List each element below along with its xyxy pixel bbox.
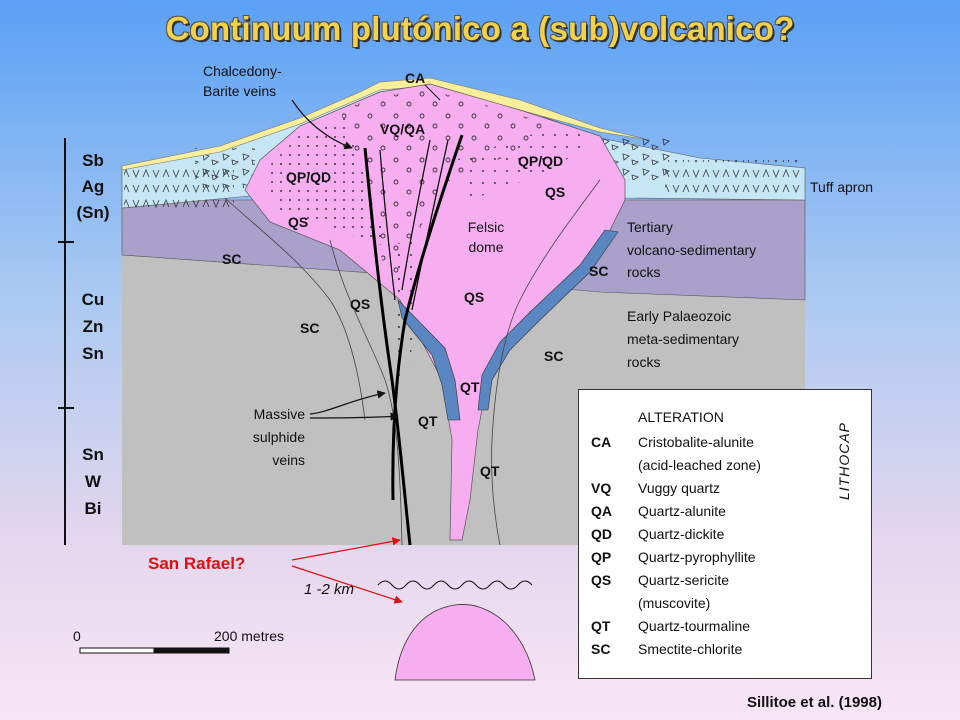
label-ca: CA bbox=[405, 70, 425, 86]
legend-desc: Quartz-dickite bbox=[638, 526, 725, 542]
legend-code: QS bbox=[591, 572, 612, 588]
alteration-legend: ALTERATION CA Cristobalite-alunite (acid-… bbox=[578, 389, 872, 679]
metal-zone-3-line-3: Bi bbox=[85, 499, 102, 518]
label-massive-1: Massive bbox=[254, 406, 306, 422]
legend-desc: Quartz-alunite bbox=[638, 503, 726, 519]
metal-zone-2-line-2: Zn bbox=[83, 317, 104, 336]
legend-heading: ALTERATION bbox=[638, 409, 724, 425]
legend-desc: Smectite-chlorite bbox=[638, 641, 743, 657]
legend-desc: Quartz-tourmaline bbox=[638, 618, 751, 634]
legend-desc: Cristobalite-alunite bbox=[638, 434, 754, 450]
pointer-massive-1 bbox=[309, 390, 386, 415]
scale-bar-light bbox=[79, 647, 155, 654]
vein-2 bbox=[391, 134, 464, 501]
label-tertiary-3: rocks bbox=[627, 264, 660, 280]
san-rafael-arrow-1 bbox=[291, 537, 401, 561]
metal-zone-3-line-1: Sn bbox=[82, 445, 104, 464]
pointer-massive-2 bbox=[309, 412, 399, 421]
scale-bar-dark bbox=[153, 647, 230, 654]
label-massive-2: sulphide bbox=[253, 429, 305, 445]
label-qs-left-upper: QS bbox=[288, 214, 308, 230]
label-palaeo-3: rocks bbox=[627, 354, 660, 370]
qt-band-left bbox=[397, 299, 461, 421]
metal-zone-2-line-1: Cu bbox=[82, 290, 105, 309]
label-sc-right-lower: SC bbox=[544, 348, 563, 364]
label-tuff-apron: Tuff apron bbox=[810, 179, 873, 195]
metal-zone-3-line-2: W bbox=[85, 472, 102, 491]
label-qs-right-upper: QS bbox=[545, 184, 565, 200]
label-qt-lower: QT bbox=[480, 463, 500, 479]
sc-boundary-right bbox=[491, 179, 601, 546]
label-depth: 1 -2 km bbox=[304, 581, 354, 598]
depth-break-line bbox=[377, 580, 533, 590]
label-sc-left-upper: SC bbox=[222, 251, 241, 267]
ca-cap-layer bbox=[121, 77, 651, 171]
label-chalcedony-1: Chalcedony- bbox=[203, 63, 282, 79]
legend-code: SC bbox=[591, 641, 611, 657]
label-qs-mid-left: QS bbox=[350, 296, 370, 312]
legend-code: QD bbox=[591, 526, 612, 542]
label-sc-right-upper: SC bbox=[589, 263, 608, 279]
legend-desc: (acid-leached zone) bbox=[638, 457, 761, 473]
label-vqqa: VQ/QA bbox=[380, 121, 425, 137]
metal-zone-1-line-2: Ag bbox=[82, 177, 105, 196]
source-credit: Sillitoe et al. (1998) bbox=[746, 694, 882, 711]
vein-3 bbox=[379, 149, 396, 301]
label-qs-mid: QS bbox=[464, 289, 484, 305]
legend-code: QA bbox=[591, 503, 612, 519]
legend-code: CA bbox=[591, 434, 612, 450]
label-tertiary-1: Tertiary bbox=[627, 219, 673, 235]
sc-boundary-left bbox=[224, 197, 366, 421]
metal-zone-2-line-3: Sn bbox=[82, 344, 104, 363]
vein-1 bbox=[363, 147, 412, 546]
label-felsic-2: dome bbox=[468, 239, 503, 255]
label-tertiary-2: volcano-sedimentary bbox=[627, 242, 756, 258]
label-felsic-1: Felsic bbox=[468, 219, 505, 235]
label-palaeo-1: Early Palaeozoic bbox=[627, 308, 731, 324]
qpqd-dots-right bbox=[455, 125, 600, 200]
san-rafael-arrow-2 bbox=[291, 565, 403, 604]
vein-5 bbox=[411, 139, 449, 311]
label-palaeo-2: meta-sedimentary bbox=[627, 331, 739, 347]
sc-boundary-left-2 bbox=[329, 239, 403, 546]
label-qpqd-left: QP/QD bbox=[286, 169, 331, 185]
label-qt-upper: QT bbox=[460, 379, 480, 395]
legend-code: QP bbox=[591, 549, 612, 565]
pointer-ca bbox=[424, 84, 441, 101]
pointer-chalcedony bbox=[291, 99, 353, 150]
page-title: Continuum plutónico a (sub)volcanico? bbox=[165, 10, 795, 47]
label-chalcedony-2: Barite veins bbox=[203, 83, 276, 99]
scale-end: 200 metres bbox=[214, 628, 284, 644]
deep-pluton bbox=[394, 604, 536, 681]
label-san-rafael: San Rafael? bbox=[148, 554, 245, 573]
legend-desc: (muscovite) bbox=[638, 595, 711, 611]
legend-desc: Quartz-pyrophyllite bbox=[638, 549, 756, 565]
legend-code: QT bbox=[591, 618, 611, 634]
label-sc-left-lower: SC bbox=[300, 320, 319, 336]
lithocap-label: LITHOCAP bbox=[836, 421, 852, 500]
scale-zero: 0 bbox=[73, 628, 81, 644]
legend-code: VQ bbox=[591, 480, 612, 496]
tuff-caret-pattern-right bbox=[665, 160, 800, 198]
vein-4 bbox=[401, 139, 431, 291]
label-qt-mid: QT bbox=[418, 413, 438, 429]
legend-desc: Quartz-sericite bbox=[638, 572, 730, 588]
label-massive-3: veins bbox=[272, 452, 305, 468]
metal-zone-1-line-1: Sb bbox=[82, 151, 104, 170]
metal-zone-1-line-3: (Sn) bbox=[76, 203, 109, 222]
label-qpqd-right: QP/QD bbox=[518, 153, 563, 169]
qpqd-dots-left bbox=[265, 118, 390, 248]
legend-desc: Vuggy quartz bbox=[638, 480, 720, 496]
qt-band-right bbox=[477, 229, 619, 411]
